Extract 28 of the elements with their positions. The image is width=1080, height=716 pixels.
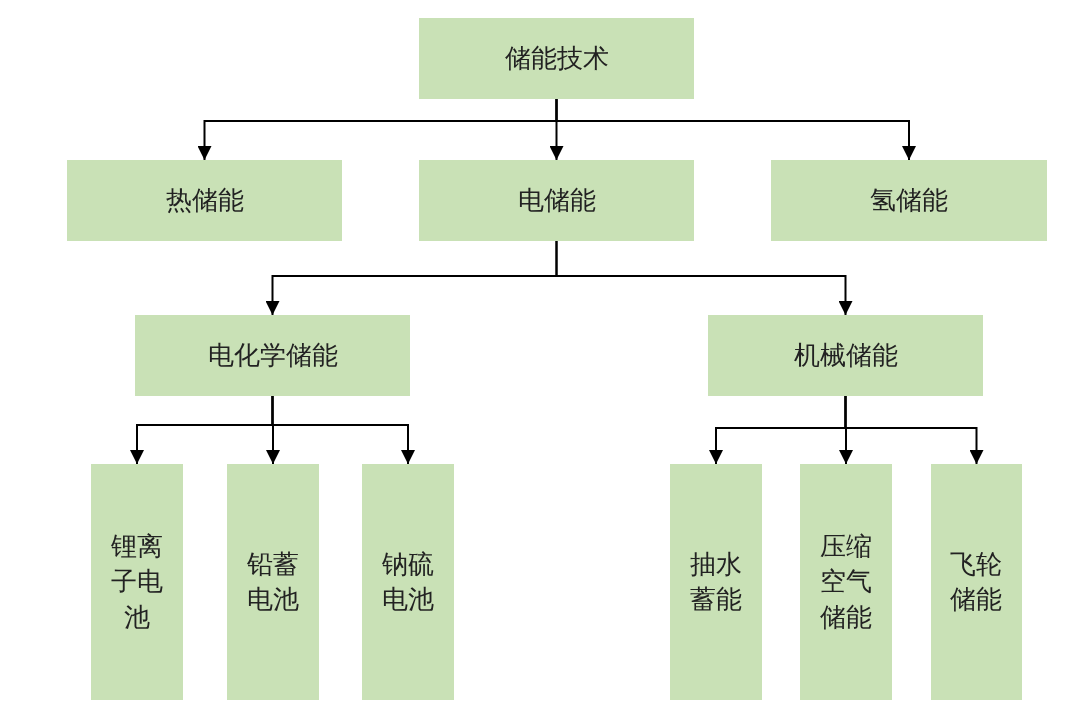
- category-box: [419, 18, 694, 99]
- node-label: 机械储能: [793, 338, 898, 372]
- node-label: 抽水蓄能: [689, 547, 743, 616]
- connector-arrow: [555, 240, 853, 316]
- category-box: [135, 315, 410, 396]
- category-box: [91, 464, 183, 700]
- node-label: 铅蓄电池: [246, 547, 300, 616]
- category-box: [670, 464, 762, 700]
- node-label: 电化学储能: [207, 338, 338, 372]
- node-label: 锂离子电池: [110, 530, 164, 634]
- node-label: 钠硫电池: [381, 547, 435, 616]
- connector-arrow: [271, 395, 415, 465]
- category-box: [771, 160, 1047, 241]
- category-box: [227, 464, 319, 700]
- category-box: [419, 160, 694, 241]
- category-box: [362, 464, 454, 700]
- category-box: [800, 464, 892, 700]
- category-box: [708, 315, 983, 396]
- connector-arrow: [844, 395, 984, 465]
- category-box: [67, 160, 342, 241]
- node-label: 电储能: [517, 183, 596, 217]
- node-label: 储能技术: [504, 41, 609, 75]
- node-label: 飞轮储能: [949, 547, 1004, 616]
- node-label: 热储能: [165, 183, 244, 217]
- node-label: 压缩空气储能: [819, 530, 873, 634]
- node-label: 氢储能: [870, 183, 948, 217]
- category-box: [931, 464, 1022, 700]
- connector-arrow: [555, 98, 916, 161]
